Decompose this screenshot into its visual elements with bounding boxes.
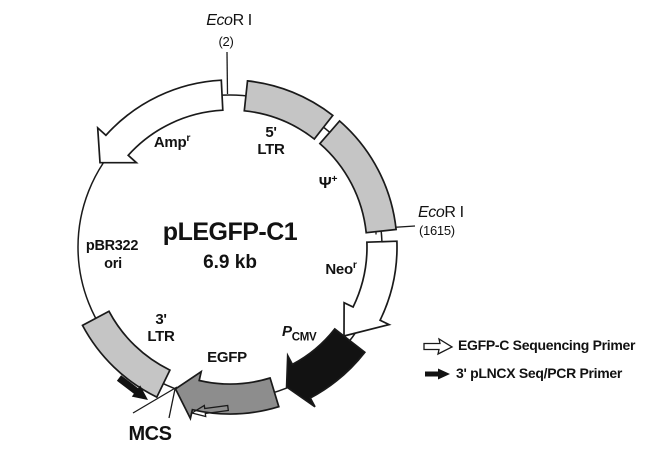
segment-3-ltr [81,310,172,399]
psi-plus-label: Ψ+ [319,173,338,192]
egfp-c-sequencing-primer-arrow [190,404,230,418]
ecori-2-tick [226,51,229,95]
plasmid-title: pLEGFP-C1 [163,218,298,246]
segment-neo-arrow [343,240,398,338]
five-ltr-label-line2: LTR [257,141,285,158]
white-primer-arrow-icon [423,337,454,356]
legend-item-egfp-c-primer: EGFP-C Sequencing Primer [423,337,636,356]
segment-amp-arrow [96,79,224,164]
plasmid-size: 6.9 kb [203,252,257,273]
segment-egfp-arrow [174,369,280,421]
segment-pcmv-arrow [285,327,366,408]
neo-label: Neor [325,259,356,278]
three-ltr-label-line2: LTR [147,328,175,345]
ecori-2-label: EcoR I [206,12,252,29]
legend-item-label: 3' pLNCX Seq/PCR Primer [456,365,623,381]
pbr322-ori-label-line1: pBR322 [86,238,138,254]
egfp-label: EGFP [207,349,247,366]
ecori-1615-position: (1615) [419,223,455,238]
legend-item-label: EGFP-C Sequencing Primer [458,337,636,353]
pcmv-label: PCMV [282,323,317,344]
legend-item-plncx-primer: 3' pLNCX Seq/PCR Primer [425,365,623,381]
plncx-primer-arrow [116,375,148,400]
mcs-label: MCS [129,423,172,445]
segment-psi-plus [318,119,398,234]
pbr322-ori-label-line2: ori [104,256,122,272]
mcs-pointer-line-1 [132,386,178,414]
segment-5-ltr [243,79,334,141]
five-ltr-label-line1: 5' [265,124,276,141]
ecori-2-position: (2) [219,34,234,49]
three-ltr-label-line1: 3' [155,311,166,328]
legend: EGFP-C Sequencing Primer 3' pLNCX Seq/PC… [423,337,636,381]
mcs-pointer-line-2 [168,388,176,419]
amp-label: Ampr [154,132,190,151]
ecori-1615-label: EcoR I [418,204,464,221]
black-primer-arrow-icon [425,368,450,380]
